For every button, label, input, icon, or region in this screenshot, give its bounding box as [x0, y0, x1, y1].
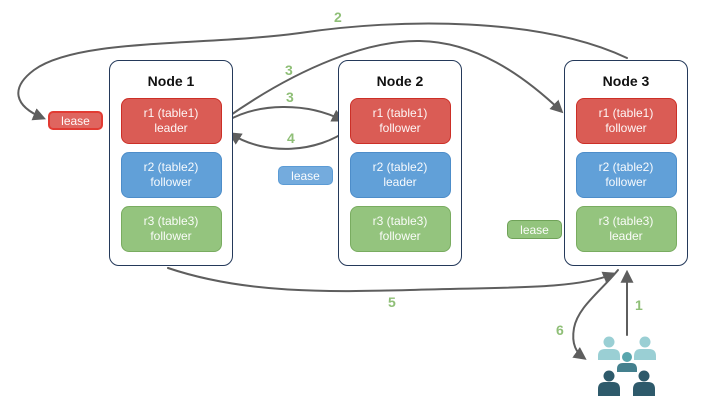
- node-1: Node 1 r1 (table1) leader r2 (table2) fo…: [109, 60, 233, 266]
- node-1-replica-r3: r3 (table3) follower: [120, 206, 222, 252]
- replica-role: leader: [383, 175, 417, 189]
- replica-name: r3 (table3): [598, 214, 654, 228]
- arrow-step-3-leader-to-node2-follower: [226, 106, 345, 122]
- step-label-4: 4: [287, 130, 295, 146]
- replica-name: r2 (table2): [372, 160, 428, 174]
- node-2-replica-r3: r3 (table3) follower: [349, 206, 451, 252]
- node-3: Node 3 r1 (table1) follower r2 (table2) …: [564, 60, 688, 266]
- replica-role: follower: [379, 121, 421, 135]
- replica-role: follower: [150, 175, 192, 189]
- users-group-icon: [598, 336, 656, 396]
- node-1-replica-r1: r1 (table1) leader: [120, 98, 222, 144]
- replica-name: r1 (table1): [372, 106, 428, 120]
- replica-role: follower: [605, 175, 647, 189]
- node-3-title: Node 3: [602, 73, 650, 89]
- person-bottom-right: [633, 370, 655, 396]
- person-bottom-left: [598, 370, 620, 396]
- replica-name: r1 (table1): [598, 106, 654, 120]
- node-1-replica-r2: r2 (table2) follower: [120, 152, 222, 198]
- replica-role: follower: [605, 121, 647, 135]
- replica-role: leader: [609, 229, 643, 243]
- replica-role: follower: [379, 229, 421, 243]
- node-3-replica-r1: r1 (table1) follower: [575, 98, 677, 144]
- step-label-2: 2: [334, 9, 342, 25]
- person-top-right: [634, 336, 656, 360]
- node-1-title: Node 1: [147, 73, 195, 89]
- step-label-1: 1: [635, 297, 643, 313]
- step-label-6: 6: [556, 322, 564, 338]
- person-top-left: [598, 336, 620, 360]
- replica-name: r2 (table2): [598, 160, 654, 174]
- lease-tag-blue: lease: [278, 166, 333, 185]
- arrow-step-5-node1-to-node3: [167, 267, 616, 293]
- replica-name: r3 (table3): [372, 214, 428, 228]
- replica-name: r1 (table1): [143, 106, 199, 120]
- node-2-title: Node 2: [376, 73, 424, 89]
- node-2: Node 2 r1 (table1) follower r2 (table2) …: [338, 60, 462, 266]
- person-center: [617, 352, 637, 372]
- step-label-3a: 3: [285, 62, 293, 78]
- replica-role: leader: [154, 121, 188, 135]
- replica-name: r3 (table3): [143, 214, 199, 228]
- step-label-5: 5: [388, 294, 396, 310]
- node-2-replica-r2: r2 (table2) leader: [349, 152, 451, 198]
- replica-name: r2 (table2): [143, 160, 199, 174]
- node-3-replica-r2: r2 (table2) follower: [575, 152, 677, 198]
- lease-tag-green: lease: [507, 220, 562, 239]
- replica-role: follower: [150, 229, 192, 243]
- step-label-3b: 3: [286, 89, 294, 105]
- lease-tag-red: lease: [48, 111, 103, 130]
- node-2-replica-r1: r1 (table1) follower: [349, 98, 451, 144]
- node-3-replica-r3: r3 (table3) leader: [575, 206, 677, 252]
